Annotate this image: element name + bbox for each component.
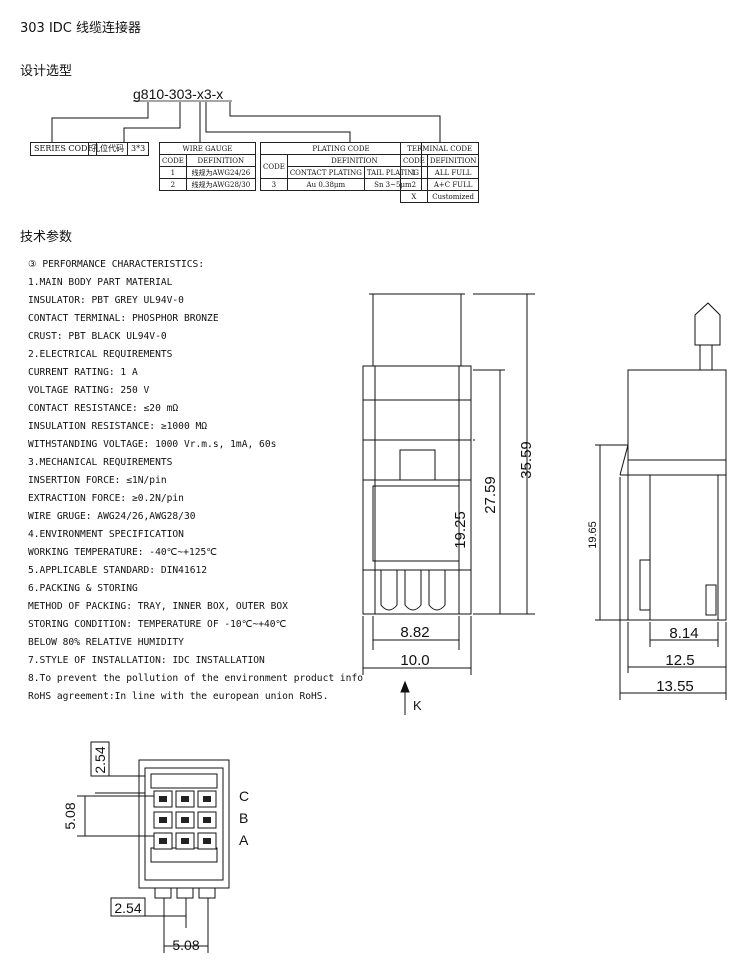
page-title: 303 IDC 线缆连接器 <box>20 21 141 36</box>
perf-line: WORKING TEMPERATURE: -40℃~+125℃ <box>28 547 218 558</box>
perf-line: VOLTAGE RATING: 250 V <box>28 385 150 396</box>
perf-line: 3.MECHANICAL REQUIREMENTS <box>28 457 173 468</box>
perf-line: RoHS agreement:In line with the european… <box>28 691 329 702</box>
perf-line: 7.STYLE OF INSTALLATION: IDC INSTALLATIO… <box>28 655 265 666</box>
perf-line: CONTACT TERMINAL: PHOSPHOR BRONZE <box>28 313 219 324</box>
perf-line: 6.PACKING & STORING <box>28 583 138 594</box>
dim-12-5: 12.5 <box>665 652 694 669</box>
section-heading-params: 技术参数 <box>20 230 73 245</box>
perf-line: WIRE GRUGE: AWG24/26,AWG28/30 <box>28 511 196 522</box>
table-row: 3 Au 0.38μm Sn 3~5μm <box>260 178 423 191</box>
dim-27-59: 27.59 <box>482 476 499 514</box>
terminal-code-col-def: DEFINITION <box>426 154 480 167</box>
plating-code-col-code: CODE <box>260 154 288 179</box>
perf-line: 8.To prevent the pollution of the enviro… <box>28 673 364 684</box>
wire-gauge-col-def: DEFINITION <box>185 154 256 167</box>
k-label: K <box>413 698 422 713</box>
perf-line: BELOW 80% RELATIVE HUMIDITY <box>28 637 184 648</box>
perf-line: ③ PERFORMANCE CHARACTERISTICS: <box>28 259 205 270</box>
performance-characteristics: ③ PERFORMANCE CHARACTERISTICS: 1.MAIN BO… <box>28 256 363 706</box>
dim-10-0: 10.0 <box>400 652 429 669</box>
pin-layout-drawing: 2.54 5.08 2.54 5.08 C B A <box>62 741 249 953</box>
dim-8-14: 8.14 <box>669 625 698 642</box>
hole-code-label: 孔位代码 <box>89 143 128 155</box>
part-number: g810-303-x3-x <box>133 86 223 102</box>
dim-2-54-top: 2.54 <box>92 746 108 773</box>
plating-code-title: PLATING CODE <box>260 142 422 155</box>
terminal-code-col-code: CODE <box>400 154 428 167</box>
dim-8-82: 8.82 <box>400 624 429 641</box>
perf-line: CONTACT RESISTANCE: ≤20 mΩ <box>28 403 179 414</box>
dim-19-25: 19.25 <box>452 511 469 549</box>
dim-5-08-bottom: 5.08 <box>172 937 199 953</box>
dim-2-54-bottom: 2.54 <box>114 900 141 916</box>
row-label-b: B <box>239 810 248 826</box>
hole-code-box: 孔位代码 3*3 <box>88 142 150 156</box>
plating-code-table: PLATING CODE CODE DEFINITION CONTACT PLA… <box>260 142 423 191</box>
wire-gauge-title: WIRE GAUGE <box>159 142 256 155</box>
perf-line: INSERTION FORCE: ≤1N/pin <box>28 475 167 486</box>
dim-19-65: 19.65 <box>587 521 599 549</box>
perf-line: 1.MAIN BODY PART MATERIAL <box>28 277 173 288</box>
front-view-drawing: 35.59 27.59 19.25 8.82 10.0 K <box>362 293 535 715</box>
perf-line: METHOD OF PACKING: TRAY, INNER BOX, OUTE… <box>28 601 288 612</box>
perf-line: INSULATION RESISTANCE: ≥1000 MΩ <box>28 421 208 432</box>
perf-line: 2.ELECTRICAL REQUIREMENTS <box>28 349 173 360</box>
wire-gauge-col-code: CODE <box>159 154 187 167</box>
section-heading-selection: 设计选型 <box>20 64 73 79</box>
perf-line: STORING CONDITION: TEMPERATURE OF -10℃~+… <box>28 619 287 630</box>
dim-5-08-left: 5.08 <box>62 802 78 829</box>
terminal-code-title: TERMINAL CODE <box>399 142 480 155</box>
perf-line: INSULATOR: PBT GREY UL94V-0 <box>28 295 184 306</box>
row-label-a: A <box>239 832 249 848</box>
hole-code-value: 3*3 <box>131 144 146 153</box>
perf-line: 4.ENVIRONMENT SPECIFICATION <box>28 529 184 540</box>
plating-col-contact: CONTACT PLATING <box>286 166 365 179</box>
row-label-c: C <box>239 788 249 804</box>
part-number-leaders: g810-303-x3-x <box>51 86 441 142</box>
dim-35-59: 35.59 <box>518 441 535 479</box>
perf-line: CURRENT RATING: 1 A <box>28 367 138 378</box>
side-view-drawing: 19.65 8.14 12.5 13.55 <box>587 302 727 700</box>
series-code-box: SERIES CODE <box>30 142 98 156</box>
dim-13-55: 13.55 <box>656 678 694 695</box>
perf-line: 5.APPLICABLE STANDARD: DIN41612 <box>28 565 208 576</box>
perf-line: EXTRACTION FORCE: ≥0.2N/pin <box>28 493 184 504</box>
perf-line: WITHSTANDING VOLTAGE: 1000 Vr.m.s, 1mA, … <box>28 439 277 450</box>
perf-line: CRUST: PBT BLACK UL94V-0 <box>28 331 167 342</box>
